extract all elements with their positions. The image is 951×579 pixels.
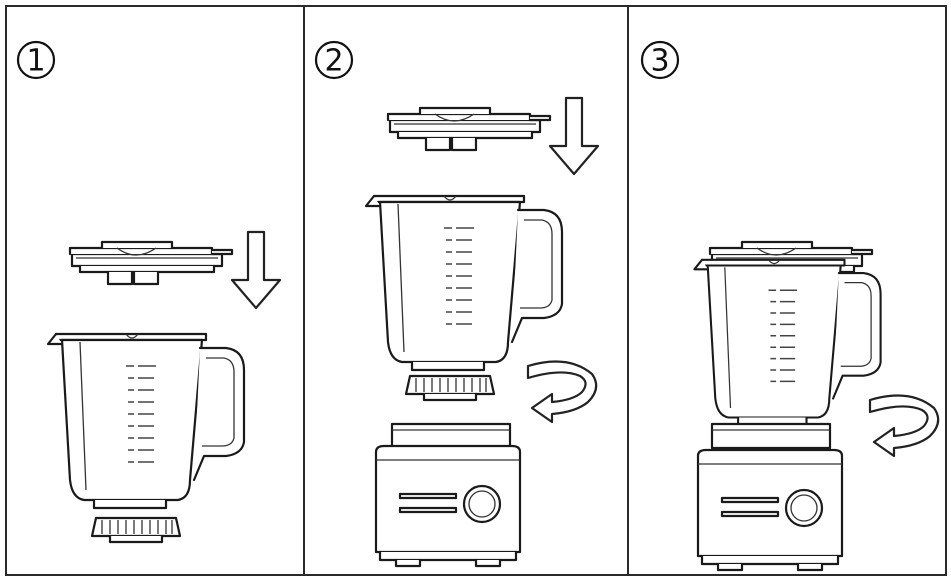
- blender-jug: [366, 196, 562, 370]
- step-number-1-label: 1: [26, 44, 45, 79]
- step-number-3: 3: [642, 42, 678, 79]
- blender-lid: [388, 108, 550, 150]
- rotate-arrow-icon: [528, 362, 596, 423]
- step-panel-3: 3: [642, 42, 938, 570]
- step-panel-2: 2: [316, 42, 598, 566]
- blender-jug: [48, 334, 244, 508]
- down-arrow-icon: [550, 98, 598, 174]
- rotate-arrow-icon: [870, 396, 938, 457]
- motor-coupler: [392, 424, 510, 448]
- blender-lid: [70, 242, 232, 284]
- jug-locking-ring: [92, 518, 180, 542]
- motor-coupler: [712, 424, 830, 448]
- step-number-2: 2: [316, 42, 352, 79]
- step-number-2-label: 2: [324, 44, 343, 79]
- step-panel-1: 1: [18, 42, 280, 542]
- motor-base: [376, 446, 520, 566]
- step-number-1: 1: [18, 42, 54, 79]
- blender-jug: [694, 260, 880, 425]
- motor-base: [698, 450, 842, 570]
- step-number-3-label: 3: [650, 44, 669, 79]
- down-arrow-icon: [232, 232, 280, 308]
- jug-locking-ring: [406, 376, 494, 400]
